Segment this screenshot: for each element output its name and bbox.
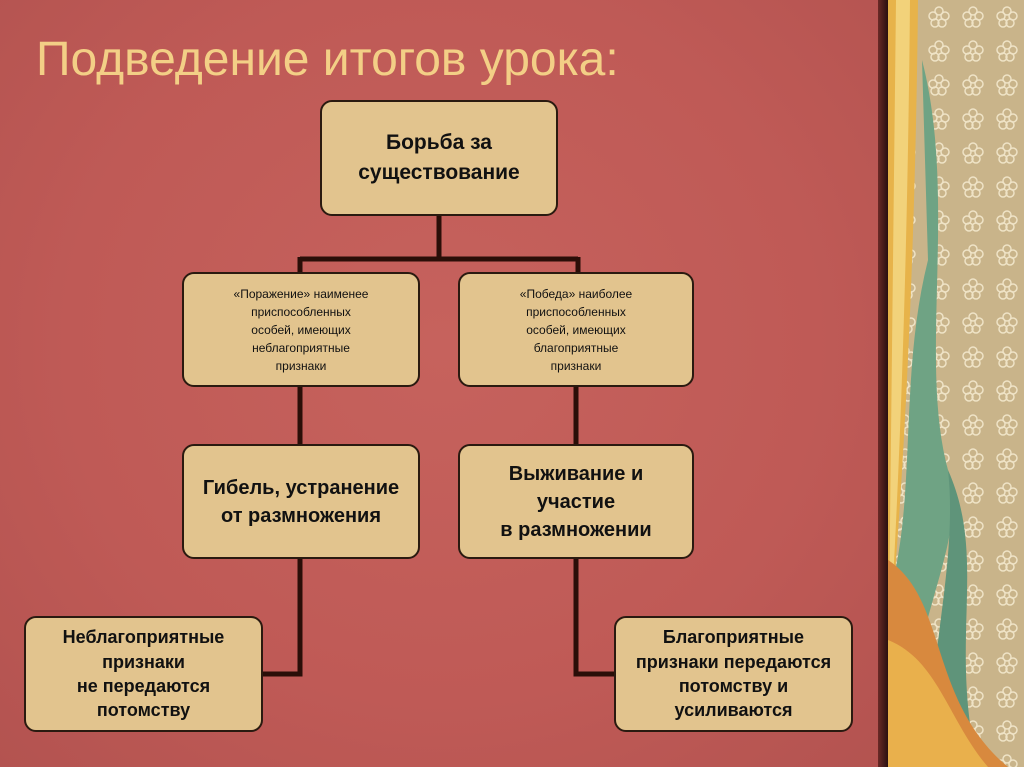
right-outcome-box: Выживание и участие в размножении — [458, 444, 694, 559]
slide-title: Подведение итогов урока: — [36, 33, 619, 86]
left-outcome-box: Гибель, устранение от размножения — [182, 444, 420, 559]
slide-border — [878, 0, 888, 767]
connector-left-outcome-result — [262, 558, 303, 677]
left-condition-box: «Поражение» наименее приспособленных осо… — [182, 272, 420, 387]
right-result-box: Благоприятные признаки передаются потомс… — [614, 616, 853, 732]
connector-lines — [262, 216, 615, 677]
right-condition-box: «Победа» наиболее приспособленных особей… — [458, 272, 694, 387]
connector-right-outcome-result — [573, 558, 615, 677]
root-box-struggle-for-existence: Борьба за существование — [320, 100, 558, 216]
decorative-side-panel — [888, 0, 1024, 767]
left-result-box: Неблагоприятные признаки не передаются п… — [24, 616, 263, 732]
